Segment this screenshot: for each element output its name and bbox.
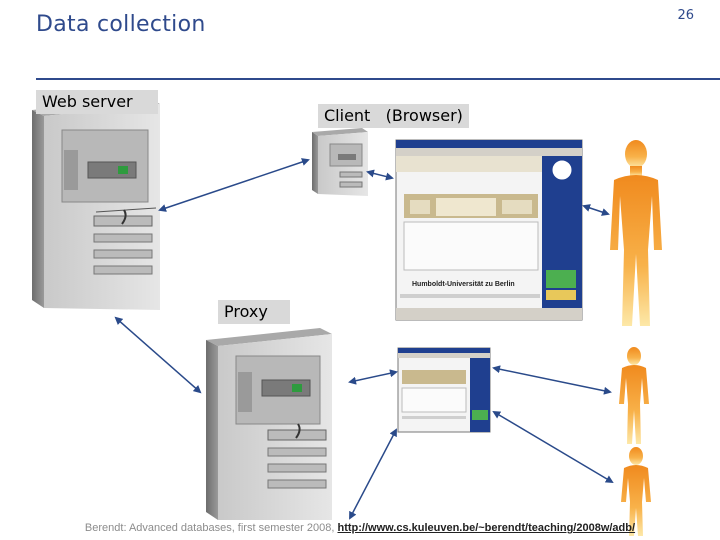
- client-browser-label: Client (Browser): [318, 104, 469, 128]
- arrow-browser-person-2: [492, 365, 612, 395]
- person-icon-medium: [619, 347, 649, 444]
- proxy-label: Proxy: [218, 300, 290, 324]
- footer-link[interactable]: http://www.cs.kuleuven.be/~berendt/teach…: [337, 522, 636, 534]
- person-icon-large: [610, 140, 662, 326]
- web-server-label: Web server: [36, 90, 158, 114]
- proxy-server-icon: [206, 328, 332, 520]
- page-number: 26: [677, 8, 694, 23]
- connection-arrows: [114, 158, 614, 520]
- arrow-browser-person: [582, 204, 610, 216]
- slide-title: Data collection: [36, 12, 206, 37]
- arrow-client-browser: [366, 169, 394, 181]
- browser-window-large: Humboldt-Universität zu Berlin: [395, 139, 583, 321]
- client-computer-icon: [312, 128, 368, 196]
- arrow-webserver-client: [158, 158, 310, 212]
- arrow-proxy-browser: [348, 369, 398, 385]
- title-divider: [36, 78, 720, 80]
- arrow-webserver-proxy: [114, 316, 202, 394]
- browser-window-small: [397, 347, 491, 433]
- browser-heading-large: Humboldt-Universität zu Berlin: [412, 281, 515, 288]
- web-server-icon: [32, 98, 160, 310]
- arrow-browser-person-3: [492, 410, 614, 484]
- person-icon-small: [621, 447, 651, 536]
- arrow-proxy-clients: [349, 428, 397, 520]
- footer: Berendt: Advanced databases, first semes…: [0, 522, 720, 534]
- footer-text: Berendt: Advanced databases, first semes…: [84, 522, 338, 534]
